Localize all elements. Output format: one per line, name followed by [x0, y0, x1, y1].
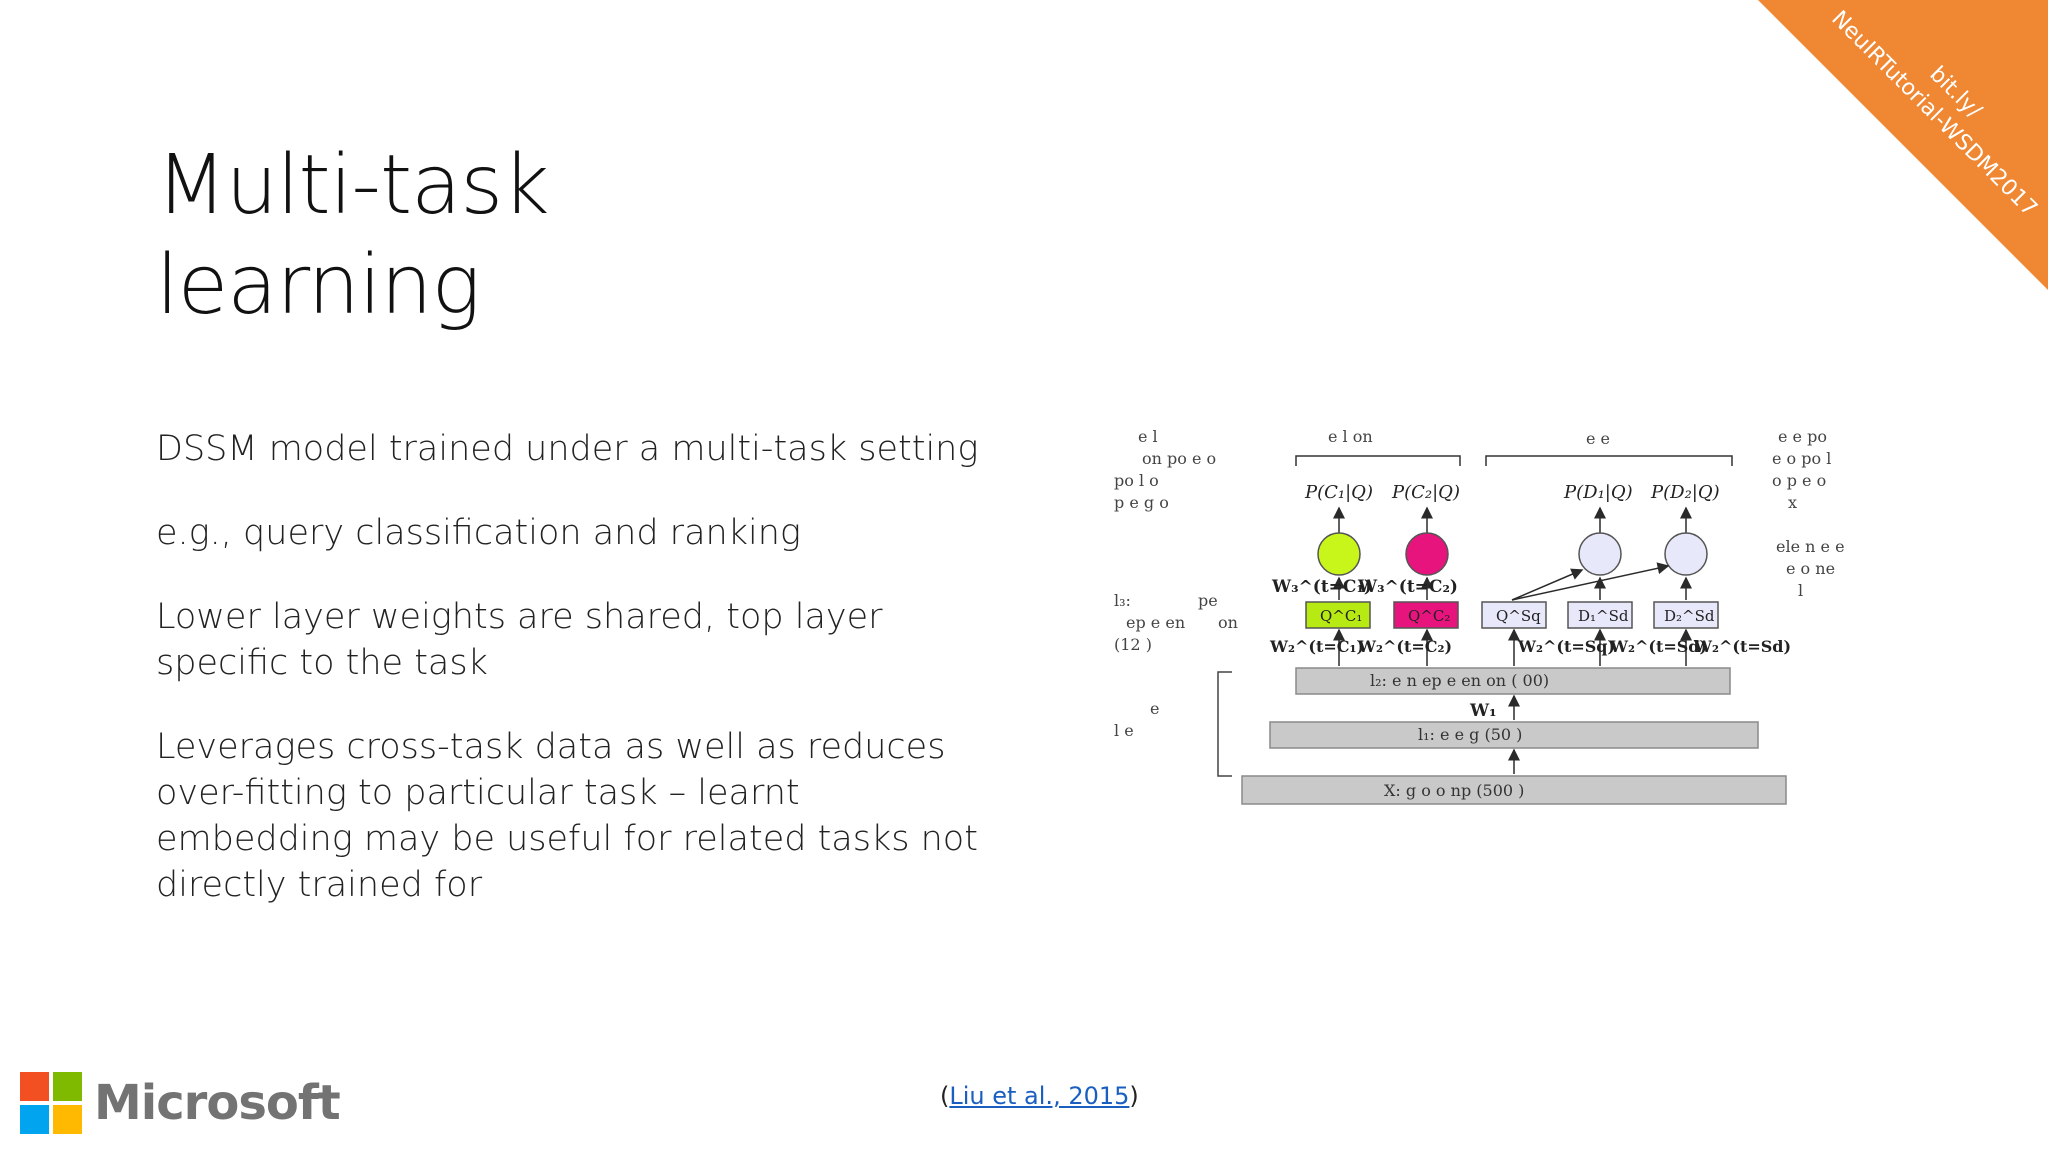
output-label-c2: P(C₂|Q): [1391, 482, 1460, 503]
citation-link[interactable]: Liu et al., 2015: [949, 1082, 1130, 1110]
slide-title-line-1: Multi-task: [156, 138, 550, 233]
bullet-item: e.g., query classification and ranking: [156, 513, 801, 553]
w1-label: W₁: [1469, 701, 1497, 721]
arrow-q-to-d2: [1511, 562, 1670, 601]
task-box-d2: [1653, 601, 1719, 629]
diagram-right-header-line-4: x: [1788, 493, 1797, 512]
w2-label-c1: W₂^(t=C₁): [1269, 637, 1364, 656]
task-box-c1: [1305, 601, 1371, 629]
multi-task-dssm-diagram: e l on po e o po l o p e g o e l on e e …: [1092, 412, 1972, 832]
task-box-q: [1481, 601, 1547, 629]
diagram-left-header-line-1: e l: [1138, 427, 1158, 446]
layer-l1: [1269, 721, 1759, 749]
diagram-top-label-left: e l on: [1328, 427, 1373, 446]
microsoft-logo-text: Microsoft: [94, 1075, 341, 1131]
diagram-right-note-line-3: l: [1798, 581, 1803, 600]
task-box-d1: [1567, 601, 1633, 629]
shared-layer-note-1: e: [1150, 699, 1159, 718]
bullet-item: Leverages cross-task data as well as red…: [156, 727, 978, 905]
output-label-c1: P(C₁|Q): [1304, 482, 1373, 503]
output-label-d1: P(D₁|Q): [1563, 482, 1633, 503]
layer-3-note-3: on: [1218, 613, 1238, 632]
diagram-right-header-line-1: e e po: [1778, 427, 1827, 446]
bullet-list: DSSM model trained under a multi-task se…: [156, 426, 996, 908]
slide-title-line-2: learning: [156, 238, 481, 333]
task-box-c2: [1393, 601, 1459, 629]
task-box-c1-label: Q^C₁: [1320, 607, 1362, 625]
node-d2: [1664, 532, 1708, 576]
microsoft-logo: Microsoft: [20, 1072, 341, 1134]
diagram-right-header-line-3: o p e o: [1772, 471, 1826, 490]
arrow-q-to-d1: [1511, 568, 1584, 601]
logo-blue-square: [20, 1105, 49, 1134]
ribbon-link[interactable]: bit.ly/ NeuIRTutorial-WSDM2017: [1826, 0, 2048, 222]
layer-l1-label: l₁: e e g (50 ): [1418, 725, 1522, 744]
diagram-left-header-line-3: po l o: [1114, 471, 1159, 490]
diagram-top-label-right: e e: [1586, 429, 1610, 448]
node-c1: [1317, 532, 1361, 576]
node-d1: [1578, 532, 1622, 576]
citation-close-paren: ): [1129, 1082, 1139, 1110]
logo-green-square: [53, 1072, 82, 1101]
w2-label-q: W₂^(t=Sq): [1517, 637, 1615, 656]
layer-x-label: X: g o o np (500 ): [1384, 781, 1524, 800]
slide-title: Multi-task learning: [156, 136, 856, 336]
w3-label-c1: W₃^(t=C₁): [1271, 577, 1372, 597]
layer-3-note-4: (12 ): [1114, 635, 1152, 654]
diagram-left-header-line-2: on po e o: [1142, 449, 1216, 468]
url-ribbon: bit.ly/ NeuIRTutorial-WSDM2017: [1758, 0, 2048, 290]
diagram-right-brace: [1485, 455, 1733, 466]
w3-label-c2: W₃^(t=C₂): [1357, 577, 1458, 597]
url-ribbon-svg: bit.ly/ NeuIRTutorial-WSDM2017: [1758, 0, 2048, 290]
citation-open-paren: (: [940, 1082, 950, 1110]
bullet-item: Lower layer weights are shared, top laye…: [156, 597, 883, 683]
layer-l2: [1295, 667, 1731, 695]
microsoft-logo-icon: [20, 1072, 82, 1134]
task-box-d2-label: D₂^Sd: [1664, 607, 1715, 625]
node-c2: [1405, 532, 1449, 576]
layer-x: [1241, 775, 1787, 805]
diagram-right-note-line-1: ele n e e: [1776, 537, 1845, 556]
logo-yellow-square: [53, 1105, 82, 1134]
citation: (Liu et al., 2015): [940, 1082, 1139, 1110]
task-box-d1-label: D₁^Sd: [1578, 607, 1629, 625]
bullet-item: DSSM model trained under a multi-task se…: [156, 429, 979, 469]
layer-3-note-1: pe: [1198, 591, 1218, 610]
w2-label-d1: W₂^(t=Sd): [1609, 637, 1707, 656]
layer-3-label: l₃:: [1114, 591, 1131, 610]
task-box-c2-label: Q^C₂: [1408, 607, 1450, 625]
shared-layers-bracket: [1217, 671, 1232, 777]
layer-3-note-2: ep e en: [1126, 613, 1185, 632]
w2-label-c2: W₂^(t=C₂): [1357, 637, 1452, 656]
w2-label-d2: W₂^(t=Sd): [1693, 637, 1791, 656]
ribbon-triangle: [1758, 0, 2048, 290]
diagram-right-note-line-2: e o ne: [1786, 559, 1835, 578]
shared-layer-note-2: l e: [1114, 721, 1134, 740]
diagram-left-header-line-4: p e g o: [1114, 493, 1169, 512]
diagram-right-header-line-2: e o po l: [1772, 449, 1831, 468]
task-box-q-label: Q^Sq: [1496, 607, 1541, 625]
logo-red-square: [20, 1072, 49, 1101]
diagram-svg: e l on po e o po l o p e g o e l on e e …: [1114, 427, 1845, 805]
output-label-d2: P(D₂|Q): [1650, 482, 1720, 503]
diagram-left-brace: [1295, 455, 1461, 466]
ribbon-line-2: NeuIRTutorial-WSDM2017: [1826, 6, 2041, 221]
layer-l2-label: l₂: e n ep e en on ( 00): [1370, 671, 1549, 690]
